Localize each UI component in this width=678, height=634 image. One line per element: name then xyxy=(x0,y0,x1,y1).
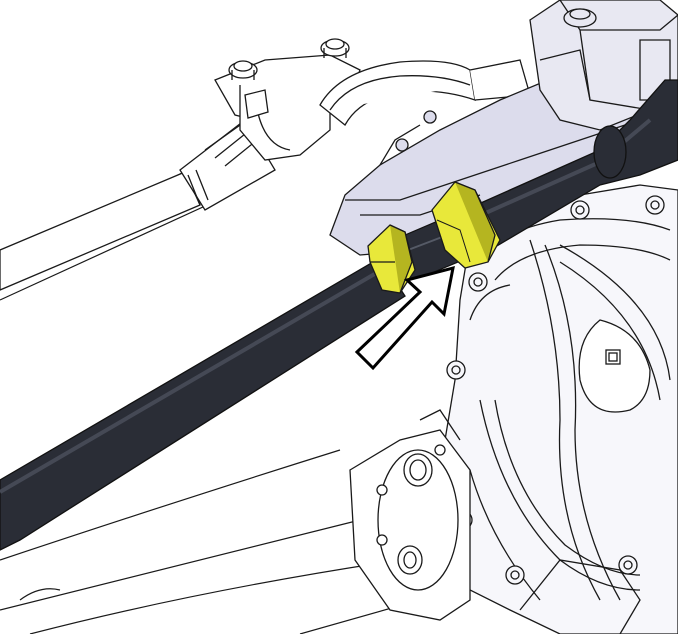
axle-flange xyxy=(349,409,471,621)
differential-housing xyxy=(429,184,678,634)
upper-right-block xyxy=(529,0,678,131)
clamp-bracket xyxy=(214,38,361,161)
hex-nut-left xyxy=(367,224,416,294)
background-linework xyxy=(0,159,421,634)
upper-metal-line xyxy=(0,117,276,291)
brake-hose xyxy=(0,257,406,551)
callout-arrow-icon xyxy=(354,265,455,371)
hex-nut-right xyxy=(431,181,501,269)
upper-hose xyxy=(464,79,678,251)
bent-tube xyxy=(319,59,531,126)
